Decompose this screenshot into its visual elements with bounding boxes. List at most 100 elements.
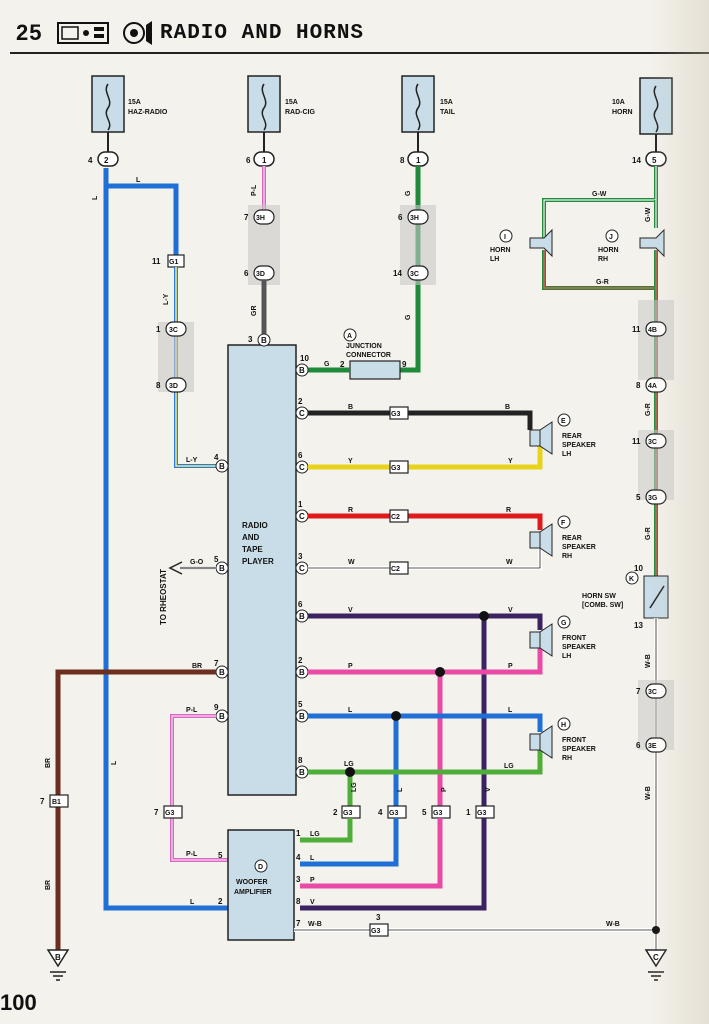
wire-w-rear-rh: W W C2 [308,548,542,575]
pin-5-3g: 5 [636,493,641,502]
wire-lg-label: LG [344,761,354,768]
connector-2-haz: 2 4 [88,151,119,167]
wire-l-fr-label-2: L [508,707,513,714]
radio-icon [57,22,109,44]
speaker-rear-rh: F REAR SPEAKER RH [529,515,596,560]
pin-13-sw: 13 [634,621,643,630]
pin-5-go: 5 [214,555,219,564]
pin-14-horn: 14 [632,156,641,165]
front-rh-id: H [561,722,566,729]
pin-5-woofer: 5 [218,851,223,860]
horn-sw-l2: [COMB. SW] [582,602,623,609]
radio-label-4: PLAYER [242,557,274,566]
rear-rh-l3: RH [562,553,572,560]
wire-pl-top-label: P-L [186,707,198,714]
wire-tail-g: 1 8 G 3H 6 3C 14 G A JUNCTION CONNECTOR … [300,132,436,380]
speaker-icon [123,21,152,45]
pin-11-4b: 11 [632,325,641,334]
rear-rh-l1: REAR [562,535,582,542]
pin-5-l: 5 [298,700,303,709]
pin-7-g3pl: 7 [154,808,159,817]
conn-4b-label: 4B [648,327,657,334]
junction-label-2: CONNECTOR [346,352,391,359]
front-lh-id: G [561,620,567,627]
conn-5-horn: 5 [652,156,657,165]
g3-connectors-row: G3 2 G3 4 G3 5 G3 1 LG L P V [300,782,495,911]
wire-l-main [103,132,228,911]
wire-r-label-2: R [506,507,511,514]
woofer-id: D [258,864,263,871]
wire-lg-front-rh: LG LG [308,750,543,806]
pin-2-junction: 2 [340,360,345,369]
radio-label-2: AND [242,533,260,542]
conn-g3-pl-label: G3 [165,810,174,817]
svg-text:B: B [299,366,305,375]
conn-3c-d-label: 3C [648,689,657,696]
wire-wb: G3 3 W-B [294,913,656,937]
pin-1-woofer: 1 [296,829,301,838]
rear-rh-id: F [561,520,566,527]
conn-1-tail: 1 [416,156,421,165]
conn-2-label: 2 [104,156,109,165]
fuse-haz-radio: 15A HAZ-RADIO [91,75,168,133]
horn-rh-id: J [609,234,613,241]
fuse-4-amp: 10A [612,99,625,106]
front-lh-l1: FRONT [562,635,587,642]
woofer-l2: AMPLIFIER [234,889,272,896]
horn-rh-l2: RH [598,256,608,263]
pin-4-g3l: 4 [378,808,383,817]
wire-y-rear-lh: Y Y G3 [308,445,543,474]
wire-gr-label: GR [251,306,258,317]
wire-l-fr-label: L [348,707,353,714]
woofer-l: L [310,855,315,862]
wire-br: BR BR B1 7 BR B [40,663,216,981]
wire-gw-vert: G-W [645,207,652,222]
pin-6-tail: 6 [398,213,403,222]
wire-b-label-2: B [505,404,510,411]
pin-8-label: 8 [156,381,161,390]
horn-sw-id: K [629,576,634,583]
pin-1-label: 1 [156,325,161,334]
pin-7-b1: 7 [40,797,45,806]
wire-v-vert: V [485,787,492,792]
svg-text:B: B [219,462,225,471]
svg-text:C: C [299,512,305,521]
svg-text:B: B [261,336,267,345]
wire-w-label: W [348,559,355,566]
conn-3g-label: 3G [648,495,658,502]
svg-text:B: B [219,668,225,677]
svg-text:C: C [299,463,305,472]
pin-4-woofer: 4 [296,853,301,862]
horn-lh-id: I [504,234,506,241]
woofer-wb: W-B [308,921,322,928]
wire-pl-label: P-L [251,184,258,196]
pin-10-sw: 10 [634,564,643,573]
pin-1-r: 1 [298,500,303,509]
wire-l-top-label: L [136,177,141,184]
fuse-tail: 15A TAIL [401,75,456,133]
fuse-3-name: TAIL [440,109,456,116]
wire-br-top-label: BR [192,663,202,670]
conn-3h-b-label: 3H [410,215,419,222]
pin-14-tail: 14 [393,269,402,278]
pin-2-g3lg: 2 [333,808,338,817]
speaker-rear-lh: E REAR SPEAKER LH [529,413,596,458]
wire-p-label: P [348,663,353,670]
front-rh-l1: FRONT [562,737,587,744]
conn-g3-v: G3 [477,810,486,817]
wire-l-vert: L [397,787,404,792]
fuse-rad-cig: 15A RAD-CIG [247,75,315,133]
svg-text:B: B [219,564,225,573]
pin-2-p: 2 [298,656,303,665]
wire-gr-vert-2: G-R [645,527,652,540]
wire-gr-horn-label: G-R [596,279,609,286]
wire-v-label-2: V [508,607,513,614]
front-lh-l3: LH [562,653,571,660]
svg-text:B: B [299,712,305,721]
front-rh-l2: SPEAKER [562,746,596,753]
wire-r-rear-rh: R R C2 [308,507,543,530]
svg-text:B: B [299,612,305,621]
conn-g1-label: G1 [169,259,178,266]
ground-b-label: B [55,953,61,962]
